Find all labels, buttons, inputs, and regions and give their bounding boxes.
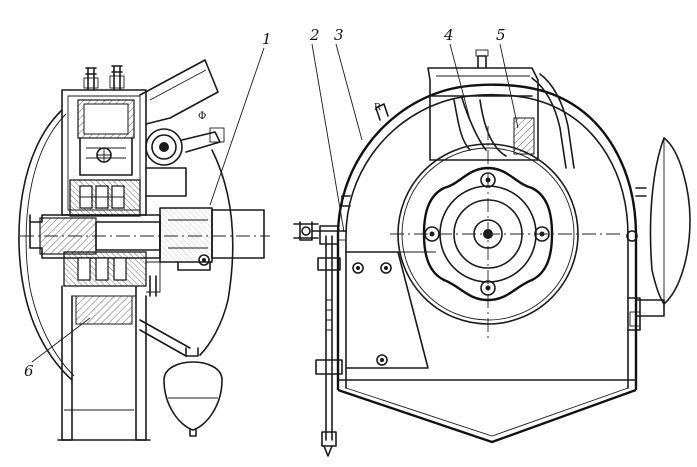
leader-6	[31, 317, 91, 363]
leader-4	[449, 43, 471, 121]
oil-bulb	[163, 347, 223, 437]
middle-bearing	[145, 127, 225, 197]
callout-2: 2	[309, 26, 320, 44]
leader-2	[311, 43, 345, 233]
callout-6: 6	[24, 362, 34, 380]
side-section-view: Ф	[18, 47, 270, 441]
callout-3: 3	[334, 26, 344, 44]
casing-outline-arc	[18, 109, 73, 381]
right-fittings	[626, 187, 665, 331]
adjusting-rod	[293, 221, 347, 457]
leader-5	[499, 43, 519, 129]
leader-1	[209, 47, 265, 206]
svg-text:R: R	[374, 103, 381, 113]
callout-5: 5	[496, 26, 506, 44]
lower-stand	[57, 285, 191, 441]
top-housing: R	[374, 49, 575, 169]
leader-3	[335, 43, 363, 141]
svg-text:Ф: Ф	[198, 111, 206, 122]
upper-bearing-block	[69, 179, 141, 217]
top-bolts	[83, 65, 125, 91]
callout-1: 1	[262, 30, 272, 48]
front-casing	[336, 83, 638, 444]
side-pulley	[649, 137, 691, 305]
upper-housing: Ф	[61, 59, 219, 216]
lower-bearing-block	[63, 251, 161, 297]
front-view: R	[293, 43, 691, 457]
callout-4: 4	[443, 26, 454, 44]
deflector-plate	[345, 251, 436, 369]
